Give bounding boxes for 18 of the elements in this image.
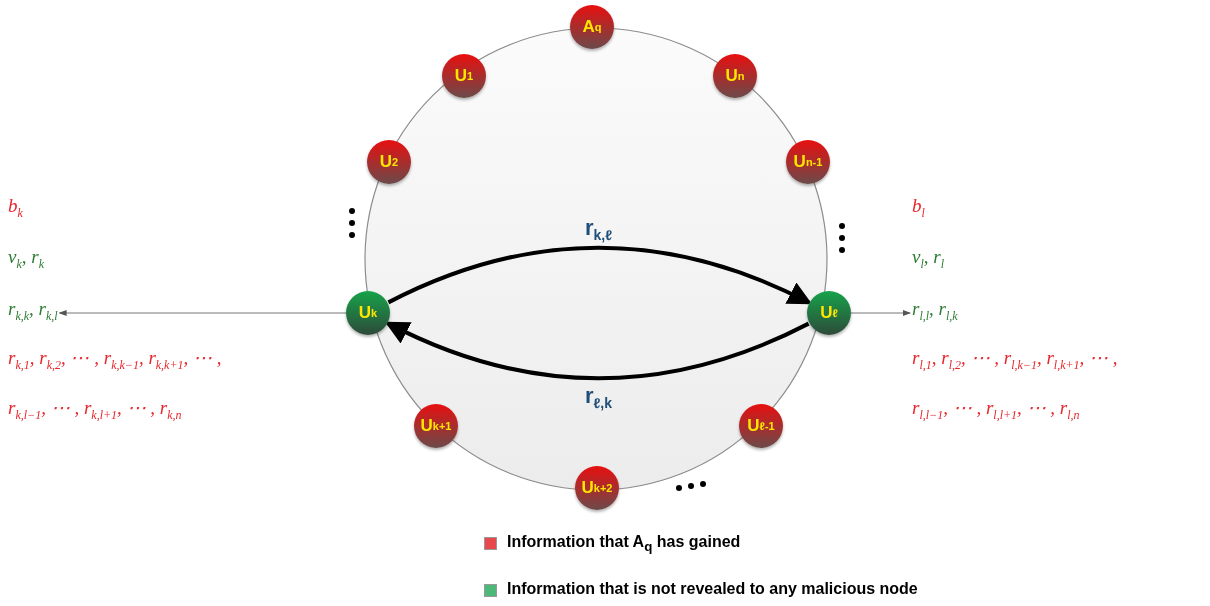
arrow: [58, 310, 347, 316]
info-text: r$_{k,l−1}$, ⋯ , r$_{k,l+1}$, ⋯ , r$_{k,n}$: [8, 396, 182, 423]
info-text: v$_{k}$, r$_{k}$: [8, 246, 44, 272]
info-text: r$_{l,1}$, r$_{l,2}$, ⋯ , r$_{l,k−1}$, r$_{l,k+1}$, ⋯ ,: [912, 346, 1118, 373]
edge-label: r$_{k,ℓ}$: [584, 214, 613, 244]
info-text: r$_{k,k}$, r$_{k,l}$: [8, 298, 58, 324]
info-text: v$_{l}$, r$_{l}$: [912, 246, 945, 272]
legend-text: Information that A$_{q}$ has gained: [507, 533, 741, 555]
info-text: r$_{l,l−1}$, ⋯ , r$_{l,l+1}$, ⋯ , r$_{l,n}$: [912, 396, 1080, 423]
edge-label: r$_{ℓ,k}$: [584, 382, 613, 412]
arrow: [850, 310, 911, 316]
info-text: b$_{k}$: [8, 195, 23, 221]
info-text: b$_{l}$: [912, 195, 925, 221]
info-text: r$_{k,1}$, r$_{k,2}$, ⋯ , r$_{k,k−1}$, r$_{k,k+1}$, ⋯ ,: [8, 346, 222, 373]
legend-text: Information that is not revealed to any malicious node: [507, 580, 918, 598]
arrow: [384, 321, 810, 381]
info-text: r$_{l,l}$, r$_{l,k}$: [912, 298, 958, 324]
arrow: [387, 245, 813, 305]
